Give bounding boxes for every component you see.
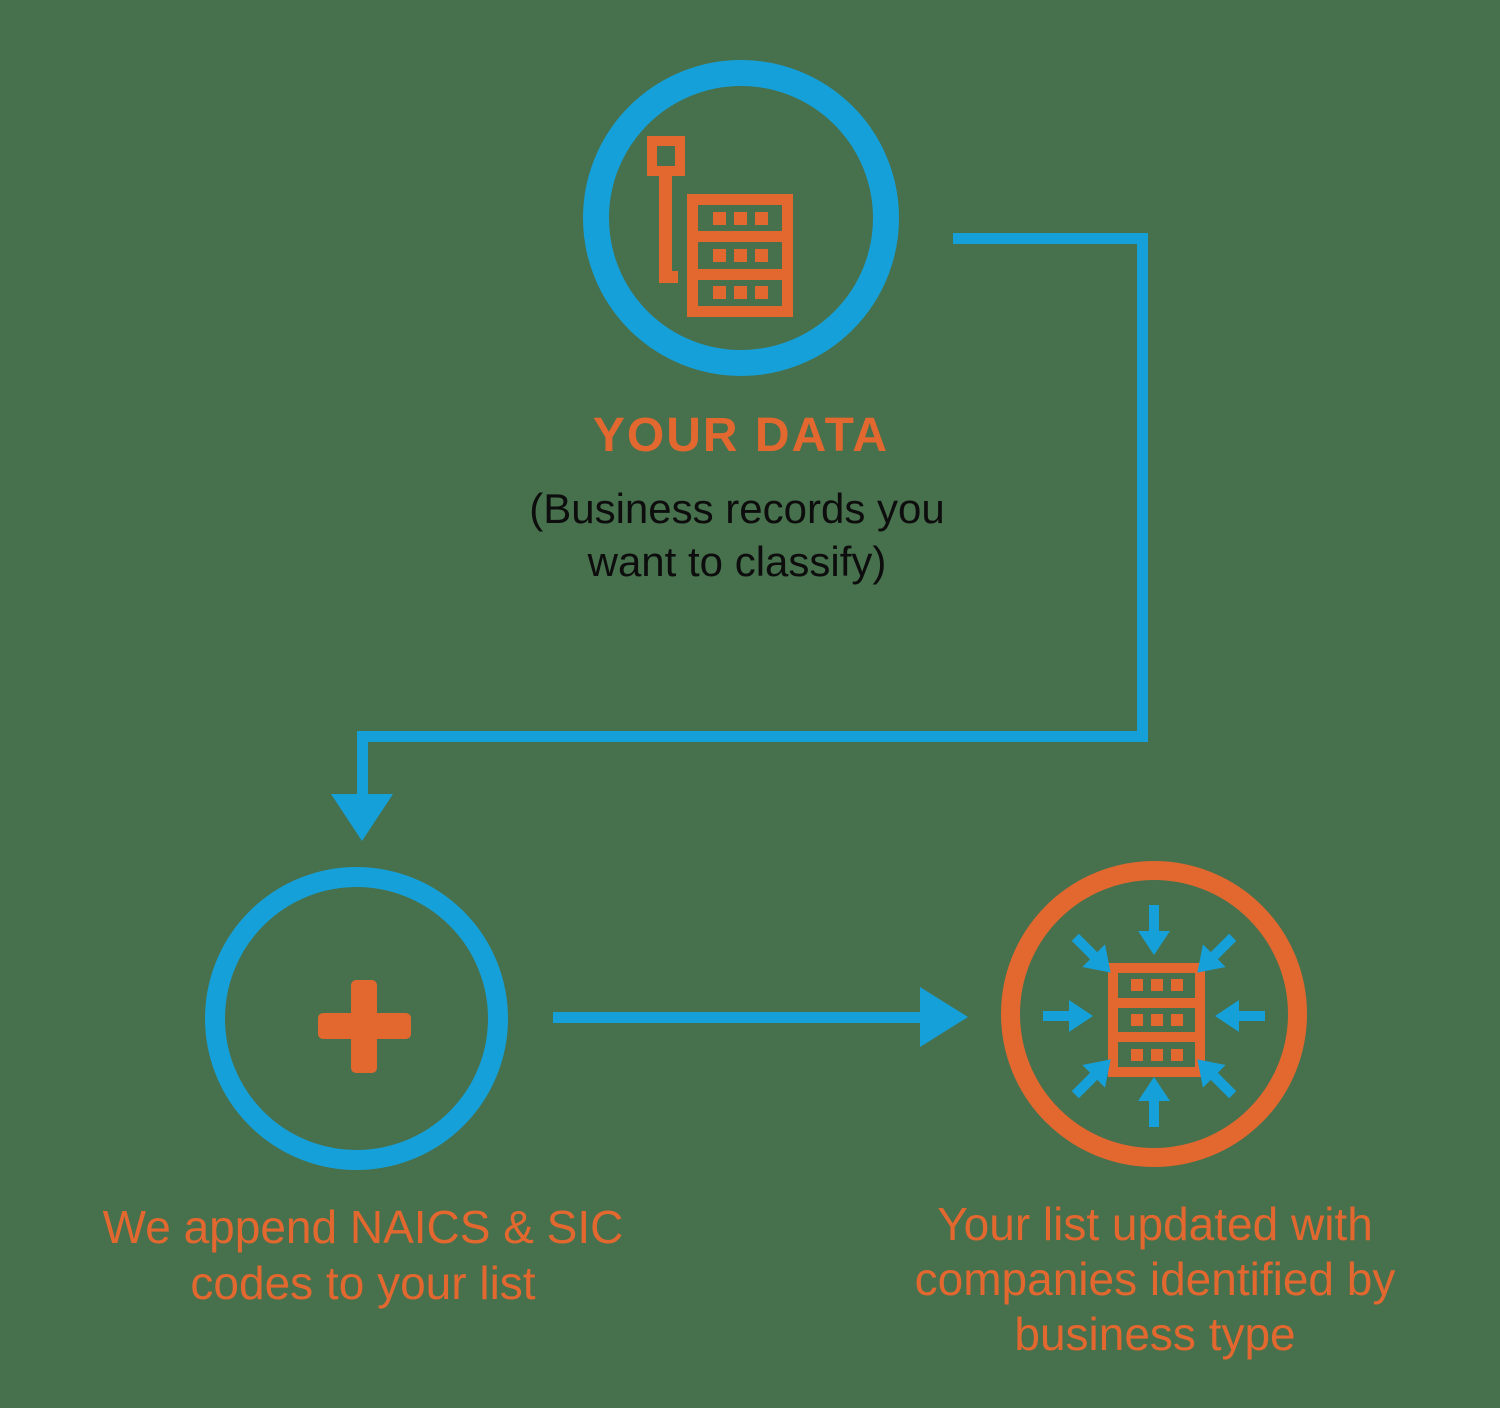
inward-arrow-north-icon <box>1138 905 1170 955</box>
your-data-subtitle: (Business records you want to classify) <box>529 485 945 585</box>
your-data-heading: YOUR DATA <box>291 408 1191 463</box>
server-antenna-pole <box>659 172 672 283</box>
connector-top-horizontal <box>953 233 1148 244</box>
server-box-small <box>1108 963 1205 1077</box>
arrow-down-icon <box>331 794 393 841</box>
inward-arrow-west-icon <box>1043 1000 1093 1032</box>
inward-arrow-east-icon <box>1215 1000 1265 1032</box>
server-box <box>687 194 793 317</box>
append-codes-label: We append NAICS & SIC codes to your list <box>102 1201 624 1309</box>
heading-text: YOUR DATA <box>592 409 890 462</box>
result-label: Your list updated with companies identif… <box>914 1198 1396 1360</box>
connector-left-vertical <box>357 731 368 795</box>
connector-right-vertical <box>1137 233 1148 742</box>
connector-horizontal-shaft <box>553 1012 925 1023</box>
connector-middle-horizontal <box>357 731 1148 742</box>
server-antenna-foot <box>659 271 678 283</box>
server-antenna-node <box>647 136 685 176</box>
arrow-right-icon <box>920 987 968 1047</box>
inward-arrow-south-icon <box>1138 1077 1170 1127</box>
